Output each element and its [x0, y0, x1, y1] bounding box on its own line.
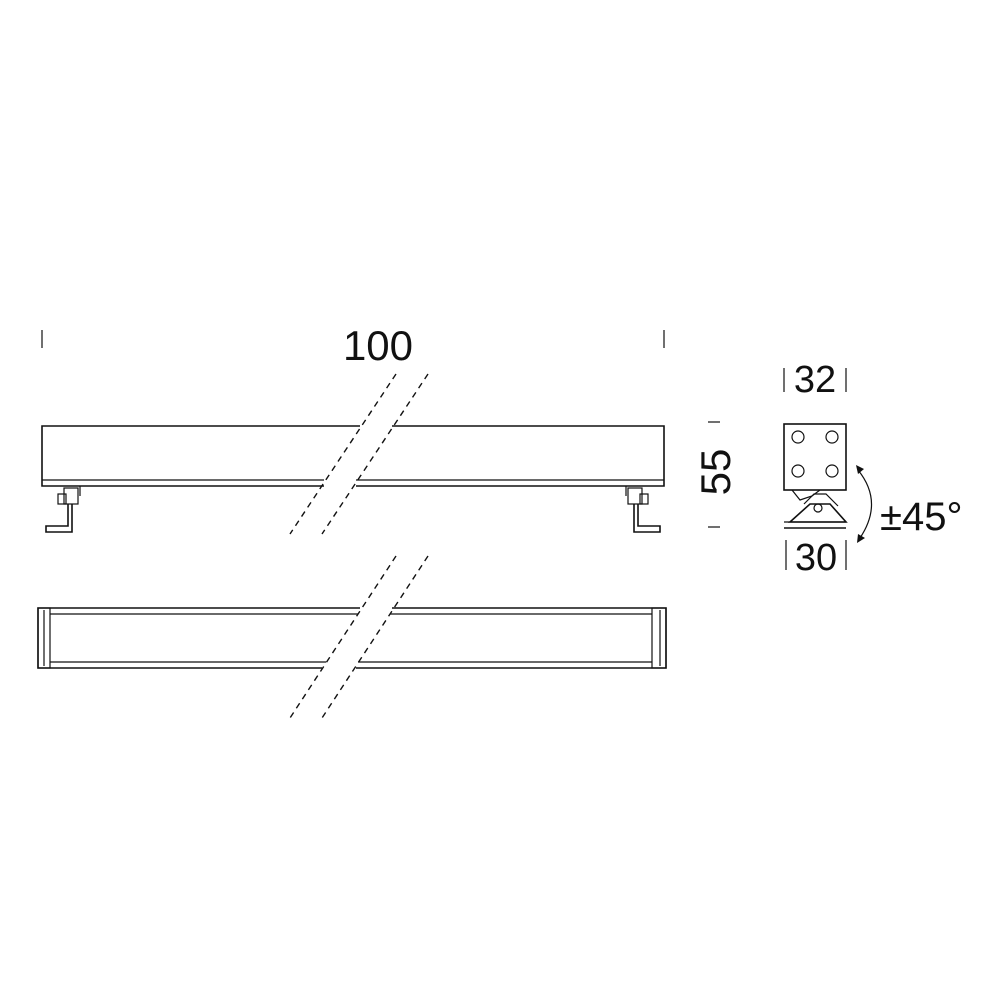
profile-housing — [783, 423, 847, 491]
height-dimension: 55 — [692, 421, 739, 528]
fixture-side-view — [41, 373, 665, 535]
front-left-segment — [37, 607, 360, 669]
length-dimension: 100 — [41, 322, 665, 369]
length-label: 100 — [343, 322, 413, 369]
break-line — [321, 373, 429, 535]
front-right-segment — [356, 607, 667, 669]
top-width-label: 32 — [794, 359, 836, 401]
fixture-front-view — [37, 555, 667, 719]
end-cap-left — [37, 607, 51, 669]
housing-right-segment — [356, 425, 665, 487]
break-line — [289, 555, 397, 719]
end-cap-right — [651, 607, 667, 669]
bottom-width-label: 30 — [795, 537, 837, 579]
housing-left-segment — [41, 425, 360, 487]
right-bracket — [625, 486, 661, 533]
mounting-hole — [791, 430, 805, 444]
mounting-hole — [791, 464, 805, 478]
rotation-arrow — [856, 465, 873, 543]
end-view: 32 30 ±45° — [783, 359, 962, 579]
height-label: 55 — [692, 449, 739, 496]
left-bracket — [45, 486, 81, 533]
tilt-angle-label: ±45° — [880, 495, 962, 539]
swivel-bracket — [784, 489, 848, 529]
break-line — [321, 555, 429, 719]
mounting-hole — [825, 430, 839, 444]
mounting-hole — [825, 464, 839, 478]
break-line — [289, 373, 397, 535]
